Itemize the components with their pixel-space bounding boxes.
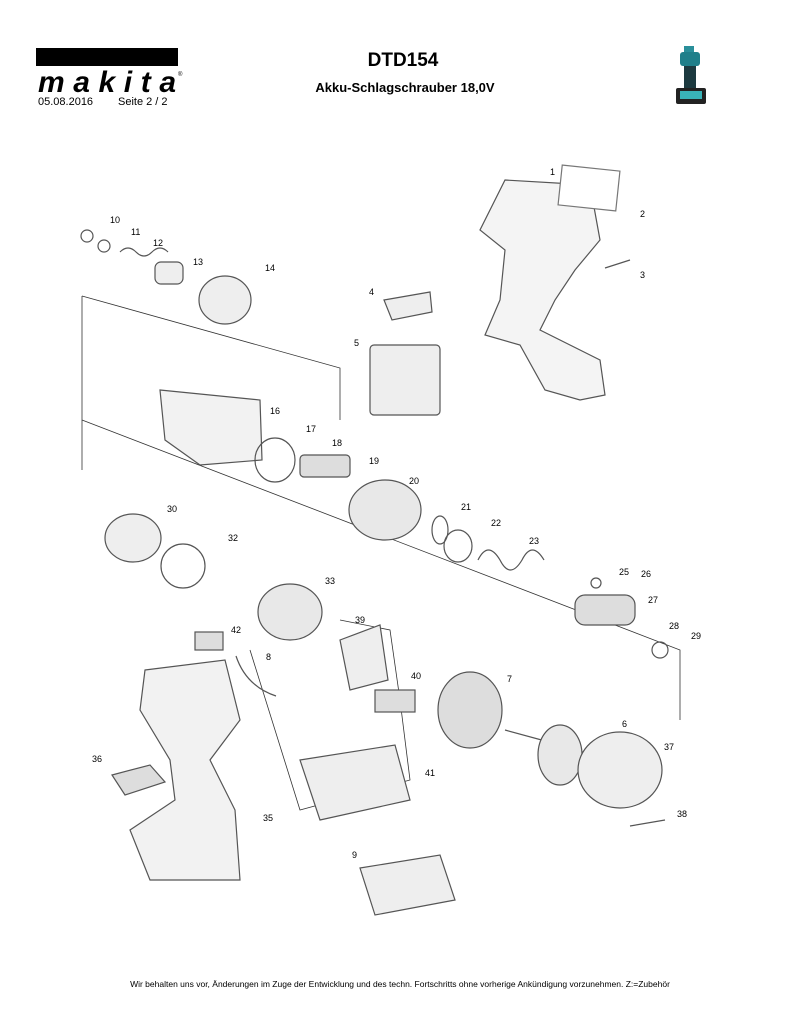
part-number-label: 8 (266, 652, 271, 662)
part-number-label: 25 (619, 567, 629, 577)
part-number-label: 6 (622, 719, 627, 729)
part-number-label: 10 (110, 215, 120, 225)
part-number-label: 22 (491, 518, 501, 528)
part-number-label: 9 (352, 850, 357, 860)
part-number-label: 3 (640, 270, 645, 280)
page-number: Seite 2 / 2 (118, 96, 168, 108)
part-number-label: 19 (369, 456, 379, 466)
part-number-label: 26 (641, 569, 651, 579)
part-number-label: 16 (270, 406, 280, 416)
part-number-label: 40 (411, 671, 421, 681)
part-number-label: 28 (669, 621, 679, 631)
part-number-label: 7 (507, 674, 512, 684)
makita-logo: makita ® (36, 48, 183, 96)
part-number-label: 39 (355, 615, 365, 625)
part-number-label: 35 (263, 813, 273, 823)
part-number-label: 30 (167, 504, 177, 514)
part-number-label: 27 (648, 595, 658, 605)
part-number-label: 12 (153, 238, 163, 248)
part-number-label: 11 (131, 227, 140, 237)
model-description: Akku-Schlagschrauber 18,0V (315, 80, 495, 95)
part-number-label: 5 (354, 338, 359, 348)
part-number-label: 23 (529, 536, 539, 546)
part-number-label: 42 (231, 625, 241, 635)
part-number-label: 17 (306, 424, 316, 434)
part-number-label: 14 (265, 263, 275, 273)
part-number-label: 29 (691, 631, 701, 641)
part-number-label: 18 (332, 438, 342, 448)
part-number-label: 41 (425, 768, 435, 778)
part-number-label: 36 (92, 754, 102, 764)
part-number-label: 37 (664, 742, 674, 752)
part-number-label: 1 (550, 167, 555, 177)
part-number-label: 32 (228, 533, 238, 543)
part-number-label: 38 (677, 809, 687, 819)
part-number-label: 20 (409, 476, 419, 486)
part-number-label: 21 (461, 502, 471, 512)
footer-disclaimer: Wir behalten uns vor, Änderungen im Zuge… (130, 979, 670, 989)
document-date: 05.08.2016 (38, 96, 94, 108)
part-number-label: 13 (193, 257, 203, 267)
part-number-label: 2 (640, 209, 645, 219)
model-title: DTD154 (367, 50, 439, 71)
part-number-label: 4 (369, 287, 374, 297)
product-thumbnail (676, 46, 706, 104)
part-number-label: 33 (325, 576, 335, 586)
svg-text:®: ® (178, 71, 183, 78)
